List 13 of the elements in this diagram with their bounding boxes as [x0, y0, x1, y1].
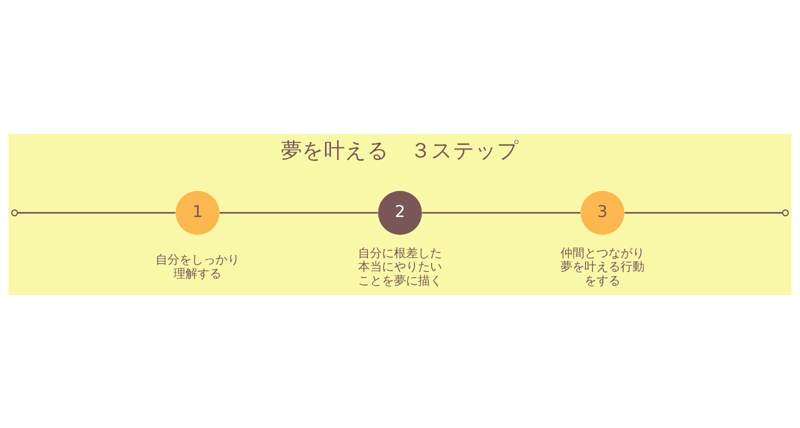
node-circle: 1 [176, 190, 220, 234]
node-circle [782, 208, 789, 216]
connector [422, 212, 580, 214]
connector [17, 212, 176, 214]
node-circle: 2 [378, 190, 422, 234]
node-label: 自分をしっかり理解する [156, 252, 240, 280]
node-label: 仲間とつながり夢を叶える行動をする [560, 245, 644, 287]
connector [220, 212, 378, 214]
diagram-title: 夢を叶える ３ステップ [281, 136, 519, 162]
node-label: 自分に根差した本当にやりたいことを夢に描く [358, 245, 442, 287]
node-circle [11, 208, 18, 216]
connector [624, 212, 782, 214]
node-circle: 3 [580, 190, 624, 234]
